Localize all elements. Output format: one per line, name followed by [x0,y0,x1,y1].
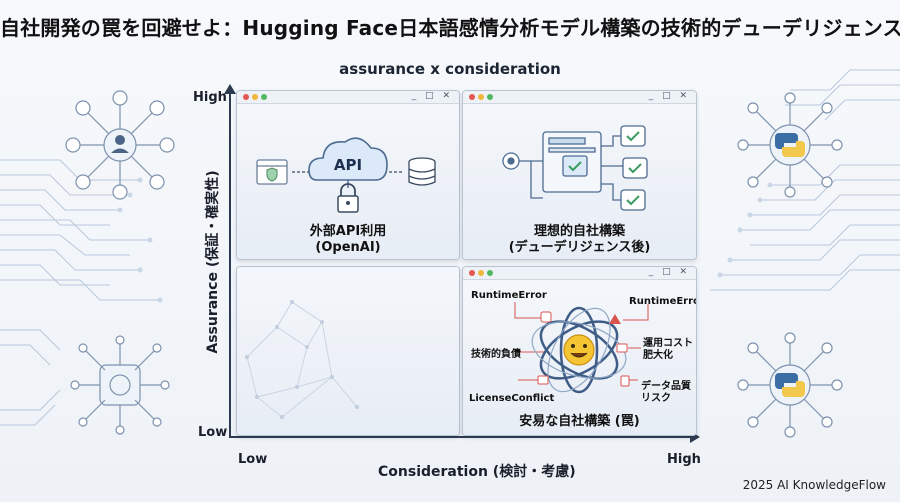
data-line-2: リスク [641,393,671,404]
window-body: RuntimeError RuntimeError 技術的負債 運用コスト 肥大… [463,280,696,435]
x-axis-low-label: Low [238,452,268,467]
maximize-dot [487,94,493,100]
page-title: 自社開発の罠を回避せよ：Hugging Face日本語感情分析モデル構築の技術的… [0,16,900,40]
window-body [237,267,459,435]
workflow-diagram-icon [502,125,648,211]
quadrant-bottom-right-window: _ □ ✕ [462,266,697,436]
window-controls: _ □ ✕ [648,267,690,277]
x-axis-title: Consideration (検討・考慮) [378,464,576,480]
quadrant-top-left-label: 外部API利用 (OpenAI) [237,224,459,256]
y-axis-high-label: High [193,90,227,105]
data-line-1: データ品質 [641,381,691,392]
close-dot [243,94,249,100]
annotation-operating-cost: 運用コスト 肥大化 [643,338,693,362]
footer-credit: 2025 AI KnowledgeFlow [742,478,886,492]
label-line-2: (デューデリジェンス後) [508,240,651,255]
cloud-text: API [334,156,362,174]
annotation-runtime-error-right: RuntimeError [629,296,696,307]
annotation-tech-debt: 技術的負債 [471,349,521,360]
quadrant-bottom-left-window [236,266,460,436]
label-line-1: 理想的自社構築 [533,224,625,239]
y-axis-arrow [224,84,236,94]
quadrant-top-right-label: 理想的自社構築 (デューデリジェンス後) [463,224,696,256]
minimize-dot [478,270,484,276]
cost-line-1: 運用コスト [643,338,693,349]
cost-line-2: 肥大化 [643,350,673,361]
label-line-1: 外部API利用 [309,224,387,239]
maximize-dot [261,94,267,100]
x-axis-line [229,436,694,438]
background-circuit-right [710,69,900,291]
api-cloud-icon: API [256,137,436,213]
minimize-dot [478,94,484,100]
quadrant-top-right-window: _ □ ✕ [462,90,697,260]
annotation-runtime-error-left: RuntimeError [471,290,547,301]
close-dot [469,270,475,276]
y-axis-line [229,90,231,437]
window-title-bar: _ □ ✕ [463,267,696,280]
user-network-icon [65,90,175,200]
chart-subtitle: assurance x consideration [339,60,561,78]
window-controls: _ □ ✕ [648,91,690,101]
window-body: API 外部API利用 (OpenAI) [237,104,459,259]
chip-network-icon [70,335,170,435]
window-title-bar: _ □ ✕ [463,91,696,104]
window-controls: _ □ ✕ [411,91,453,101]
y-axis-title: Assurance (保証・確実性) [205,170,221,354]
python-network-icon-2 [737,332,843,438]
faint-network-graphic [245,300,359,419]
annotation-license-conflict: LicenseConflict [469,393,555,404]
x-axis-high-label: High [667,452,701,467]
tangled-hugging-face-graphic [514,302,649,394]
quadrant-top-left-window: _ □ ✕ API [236,90,460,260]
quadrant-bottom-right-label: 安易な自社構築 (罠) [519,414,640,429]
maximize-dot [487,270,493,276]
python-network-icon [737,92,843,198]
annotation-data-quality-risk: データ品質 リスク [641,381,691,405]
minimize-dot [252,94,258,100]
window-body: 理想的自社構築 (デューデリジェンス後) [463,104,696,259]
close-dot [469,94,475,100]
window-title-bar: _ □ ✕ [237,91,459,104]
y-axis-low-label: Low [198,425,228,440]
x-axis-arrow [690,431,700,443]
background-circuit-left [0,159,163,426]
label-line-2: (OpenAI) [315,240,381,255]
